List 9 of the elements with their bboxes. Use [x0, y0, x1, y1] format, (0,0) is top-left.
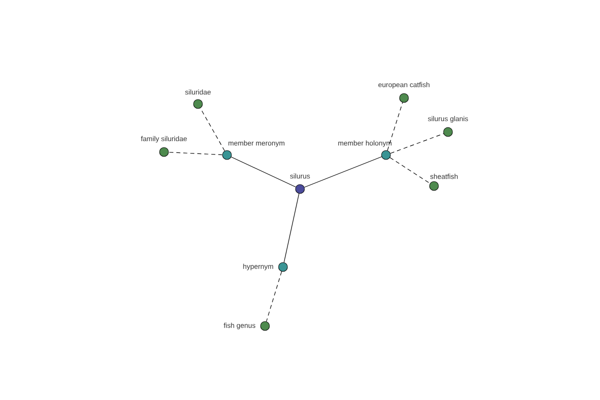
dashed-line [390, 157, 430, 184]
dashed-line [168, 152, 223, 156]
dashed-line [387, 102, 403, 151]
dashed-line [200, 108, 225, 152]
connector-line [231, 156, 296, 188]
dashed-line [266, 271, 282, 322]
dashed-line [390, 133, 444, 154]
connector-line [304, 156, 382, 188]
connector-line [284, 193, 300, 263]
